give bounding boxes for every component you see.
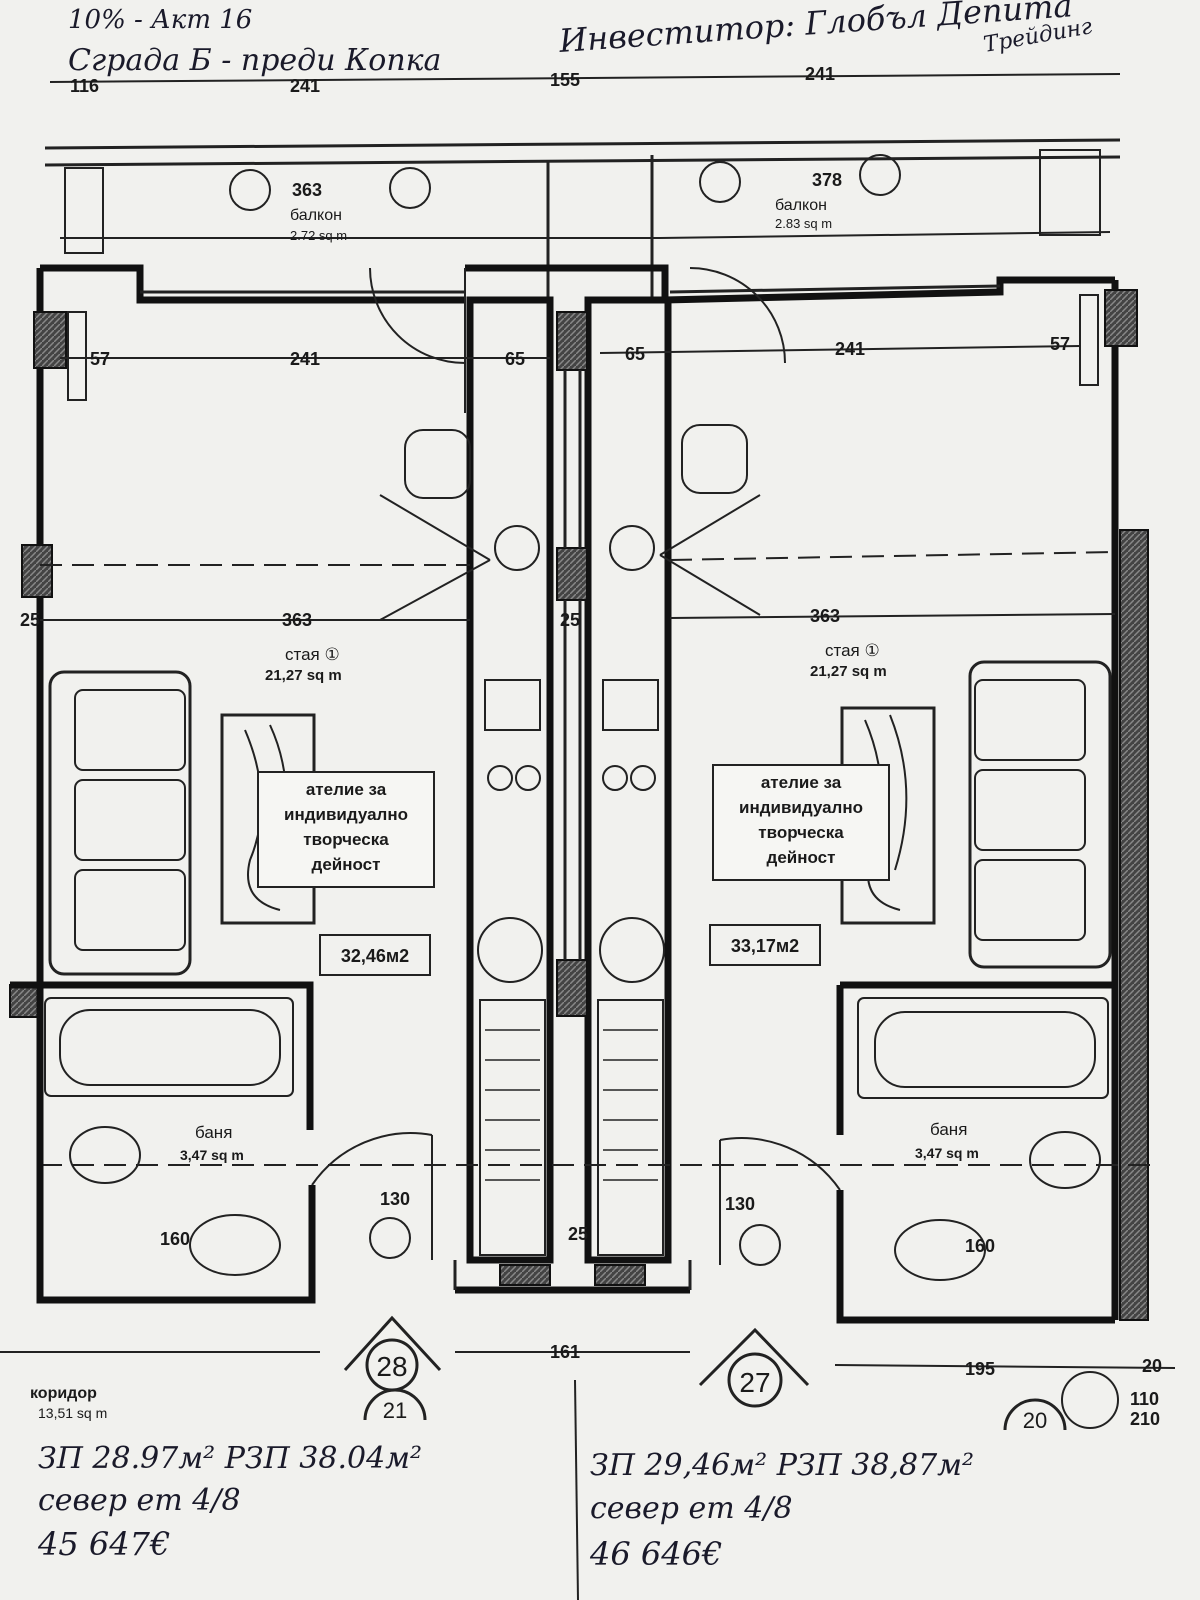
corridor-area: 13,51 sq m — [38, 1405, 107, 1421]
unit-28-marker — [343, 1315, 442, 1372]
area-left: 32,46м2 — [341, 946, 409, 966]
room-right-area: 21,27 sq m — [810, 663, 887, 680]
unit-21-partial: 21 — [383, 1398, 407, 1423]
svg-text:20: 20 — [1142, 1356, 1162, 1376]
svg-text:65: 65 — [625, 344, 645, 364]
svg-text:130: 130 — [380, 1189, 410, 1209]
note-right-orientation: север ет 4/8 — [590, 1491, 793, 1526]
svg-text:130: 130 — [725, 1194, 755, 1214]
area-right: 33,17м2 — [731, 936, 799, 956]
top-dimension-line — [49, 73, 1121, 83]
unit-20-partial: 20 — [1023, 1408, 1047, 1433]
svg-text:57: 57 — [90, 349, 110, 369]
function-left-line3: творческа — [303, 830, 389, 849]
note-right-price: 46 646€ — [589, 1535, 722, 1573]
dim-top-3: 155 — [550, 70, 580, 90]
bath-left-name: баня — [195, 1123, 232, 1142]
svg-text:25: 25 — [568, 1224, 588, 1244]
unit-27-marker — [698, 1327, 810, 1387]
bath-right-name: баня — [930, 1120, 967, 1139]
area-box-left — [319, 934, 431, 976]
note-act16: 10% - Акт 16 — [68, 5, 252, 35]
svg-text:25: 25 — [560, 610, 580, 630]
dim-top-1: 116 — [70, 76, 99, 96]
bath-right-area: 3,47 sq m — [915, 1145, 979, 1161]
svg-text:363: 363 — [292, 180, 322, 200]
svg-text:363: 363 — [810, 606, 840, 626]
function-right-line1: ателие за — [761, 773, 842, 792]
room-right-name: стая ① — [825, 641, 880, 660]
note-building: Сграда Б - преди Копка — [68, 43, 441, 78]
room-left-name: стая ① — [285, 645, 340, 664]
svg-text:210: 210 — [1130, 1409, 1160, 1429]
svg-text:241: 241 — [835, 339, 865, 359]
balcony-right-label: балкон — [775, 197, 827, 214]
note-left-price: 45 647€ — [37, 1525, 170, 1563]
area-box-right — [709, 924, 821, 966]
svg-text:161: 161 — [550, 1342, 580, 1362]
svg-text:363: 363 — [282, 610, 312, 630]
function-right-line2: индивидуално — [739, 798, 863, 817]
svg-text:195: 195 — [965, 1359, 995, 1379]
function-right-line3: творческа — [758, 823, 844, 842]
svg-text:65: 65 — [505, 349, 525, 369]
svg-text:378: 378 — [812, 170, 842, 190]
unit-28-number: 28 — [376, 1351, 407, 1382]
balcony-left-area: 2.72 sq m — [290, 228, 347, 243]
function-left-line4: дейност — [312, 855, 381, 874]
dim-top-4: 241 — [805, 64, 835, 84]
room-left-area: 21,27 sq m — [265, 667, 342, 684]
unit-27-number: 27 — [739, 1367, 770, 1398]
function-left-line2: индивидуално — [284, 805, 408, 824]
dim-top-2: 241 — [290, 76, 320, 96]
note-right-areas: ЗП 29,46м² РЗП 38,87м² — [590, 1448, 974, 1483]
balcony-left-label: балкон — [290, 207, 342, 224]
function-left-line1: ателие за — [306, 780, 387, 799]
note-left-areas: ЗП 28.97м² РЗП 38.04м² — [38, 1441, 422, 1476]
balcony-right-area: 2.83 sq m — [775, 216, 832, 231]
svg-text:57: 57 — [1050, 334, 1070, 354]
svg-text:25: 25 — [20, 610, 40, 630]
note-left-orientation: север ет 4/8 — [38, 1483, 241, 1518]
svg-text:241: 241 — [290, 349, 320, 369]
function-right-line4: дейност — [767, 848, 836, 867]
svg-text:160: 160 — [965, 1236, 995, 1256]
svg-text:160: 160 — [160, 1229, 190, 1249]
corridor-label: коридор — [30, 1385, 97, 1402]
bath-left-area: 3,47 sq m — [180, 1147, 244, 1163]
svg-text:110: 110 — [1130, 1389, 1159, 1409]
